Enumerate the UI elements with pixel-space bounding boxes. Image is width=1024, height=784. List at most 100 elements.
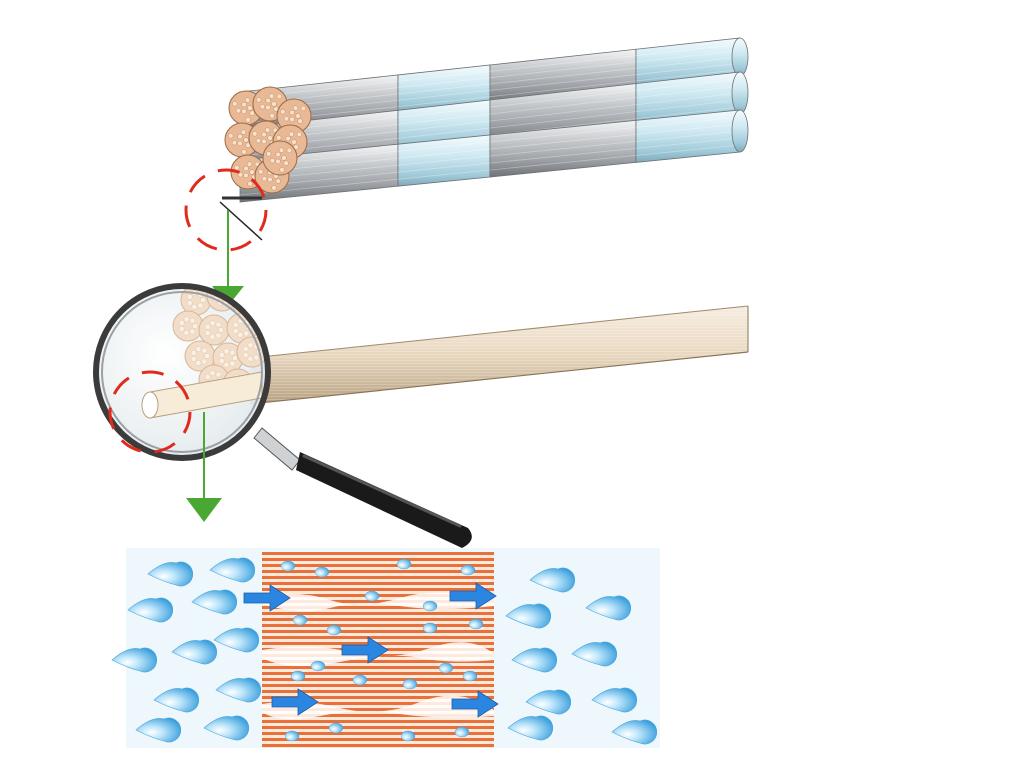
water-droplet-icon <box>468 618 484 630</box>
bundle-tube-stripe <box>489 127 637 143</box>
fiber-strand <box>243 137 249 143</box>
bundle-tube-stripe <box>489 155 637 171</box>
fiber-strand <box>265 104 271 111</box>
water-droplet-icon <box>280 560 296 572</box>
fiber-strand <box>249 110 255 116</box>
fiber-strand <box>265 97 271 104</box>
fiber-strand <box>241 149 247 155</box>
fiber-strand <box>271 101 277 107</box>
water-droplet-icon <box>529 567 576 593</box>
water-droplet-icon <box>284 730 300 742</box>
fiber-strand <box>280 109 286 115</box>
magnified-strand <box>223 348 230 354</box>
fiber-strand <box>275 178 281 184</box>
magnified-strand <box>209 320 216 326</box>
bundle-tube-stripe <box>397 96 491 108</box>
water-droplet-icon <box>171 639 218 665</box>
bundle-tube-stripe <box>397 70 491 82</box>
single-hollow-fiber <box>249 305 749 405</box>
bundle-tube-stripe <box>397 77 491 89</box>
bundle-tube-stripe <box>489 90 637 108</box>
fiber-strand <box>275 151 281 158</box>
magnified-strand <box>197 302 204 309</box>
fiber-strand <box>228 133 234 139</box>
bundle-tube-stripe <box>397 127 491 139</box>
fiber-strand <box>291 139 297 145</box>
fiber-strand <box>232 101 238 107</box>
fiber-strand <box>241 101 247 108</box>
fiber-strand <box>275 158 281 165</box>
bundle-tube-stripe <box>397 141 491 152</box>
magnified-strand <box>247 356 254 362</box>
magnified-strand <box>195 360 202 366</box>
bundle-tube-stripe <box>489 67 637 85</box>
magnified-fiber-end <box>172 310 204 342</box>
magnified-strand <box>232 322 239 328</box>
magnified-strand <box>189 317 196 324</box>
bundle-tube-stripe <box>635 50 741 63</box>
magnified-strand <box>204 324 211 330</box>
magnified-strand <box>253 354 260 361</box>
magnified-strand <box>200 297 206 303</box>
fiber-strand <box>235 108 242 114</box>
bundle-tube-stripe <box>635 62 741 75</box>
magnified-strand <box>204 353 210 359</box>
fiber-strand <box>261 131 267 138</box>
fiber-strand <box>283 160 289 166</box>
fiber-strand <box>288 131 295 137</box>
water-droplet-icon <box>591 687 638 713</box>
fiber-strand <box>240 129 247 135</box>
water-droplets <box>111 557 658 745</box>
water-droplet-icon <box>292 614 308 626</box>
fiber-strand <box>243 165 249 172</box>
fiber-strand <box>245 117 251 123</box>
magnified-strand <box>229 360 236 367</box>
focus-ring-top <box>184 168 268 252</box>
fiber-strand <box>249 169 255 175</box>
magnified-strand <box>229 349 236 356</box>
magnified-strand <box>223 362 230 368</box>
magnified-strand <box>243 294 250 300</box>
water-droplet-icon <box>364 590 380 602</box>
water-droplet-icon <box>209 557 256 583</box>
magnified-strand <box>215 321 222 328</box>
magnified-strand <box>190 356 197 362</box>
fiber-strand <box>295 113 301 119</box>
magnified-strand <box>183 316 190 322</box>
magnified-strand <box>252 301 258 307</box>
magnified-strand <box>218 358 225 364</box>
water-droplet-icon <box>127 597 174 623</box>
bundle-tube-stripe <box>397 155 491 166</box>
water-droplet-icon <box>290 670 306 682</box>
bundle-tube-stripe <box>397 169 491 180</box>
bundle-tube-stripe <box>397 113 491 125</box>
bundle-tube-stripe <box>635 56 741 69</box>
water-droplet-icon <box>438 662 454 674</box>
bundle-tube-stripe <box>635 99 741 113</box>
fiber-strand <box>276 93 282 100</box>
flow-arrow-icon <box>271 688 319 716</box>
water-droplet-icon <box>310 660 326 672</box>
flow-arrow-icon <box>243 584 291 612</box>
fiber-strand <box>255 138 262 144</box>
fiber-strand <box>276 135 282 141</box>
membrane-pores <box>262 558 494 742</box>
water-droplet-icon <box>507 715 554 741</box>
water-droplet-icon <box>505 603 552 629</box>
fiber-bundle-icon <box>224 37 749 203</box>
bundle-tube-stripe <box>635 85 741 99</box>
water-droplet-icon <box>525 689 572 715</box>
pulled-out-fiber-end <box>141 391 159 419</box>
water-droplet-icon <box>326 624 342 636</box>
bundle-tube-stripe <box>635 106 741 120</box>
fiber-strand <box>285 135 291 142</box>
magnified-strand <box>178 326 185 332</box>
water-droplet-icon <box>111 647 158 673</box>
water-droplet-icon <box>213 627 260 653</box>
magnified-strand <box>242 346 249 352</box>
fiber-strand <box>243 172 249 179</box>
magnified-strand <box>201 347 208 354</box>
magnified-strand <box>183 330 190 336</box>
